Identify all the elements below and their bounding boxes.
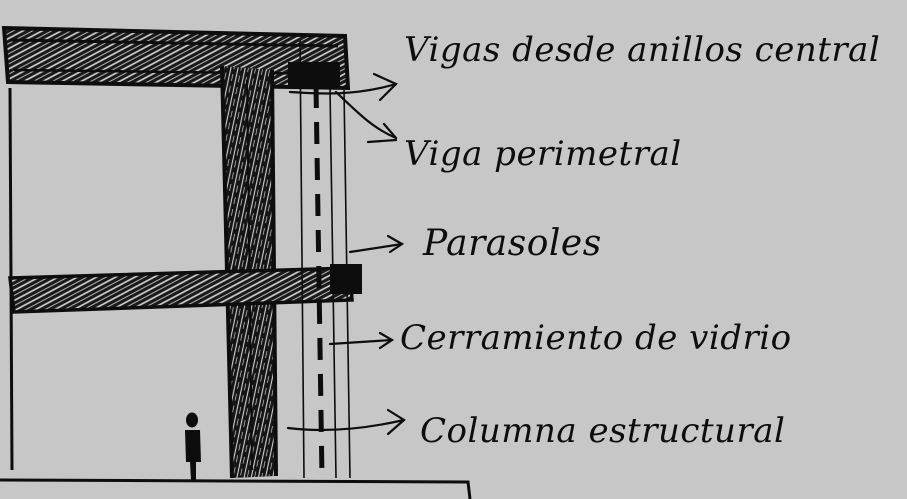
intermediate-slab <box>8 264 362 314</box>
arrow-vigas <box>288 72 398 102</box>
label-cerramiento-de-vidrio: Cerramiento de vidrio <box>400 318 792 358</box>
ground-line <box>0 478 472 499</box>
label-columna-estructural: Columna estructural <box>420 411 786 451</box>
human-figure <box>185 412 201 480</box>
arrow-cerramiento <box>328 331 395 350</box>
top-beam <box>1 25 351 91</box>
leader-arrows <box>286 72 406 436</box>
sunshade-lines <box>299 39 351 479</box>
glass-enclosure-line <box>313 85 325 479</box>
arrow-columna <box>286 408 406 436</box>
label-viga-perimetral: Viga perimetral <box>404 134 682 174</box>
label-parasoles: Parasoles <box>423 223 602 264</box>
arrow-parasoles <box>348 234 405 254</box>
arrow-viga-perimetral <box>334 90 398 144</box>
label-vigas-desde-anillos: Vigas desde anillos central <box>404 30 881 70</box>
